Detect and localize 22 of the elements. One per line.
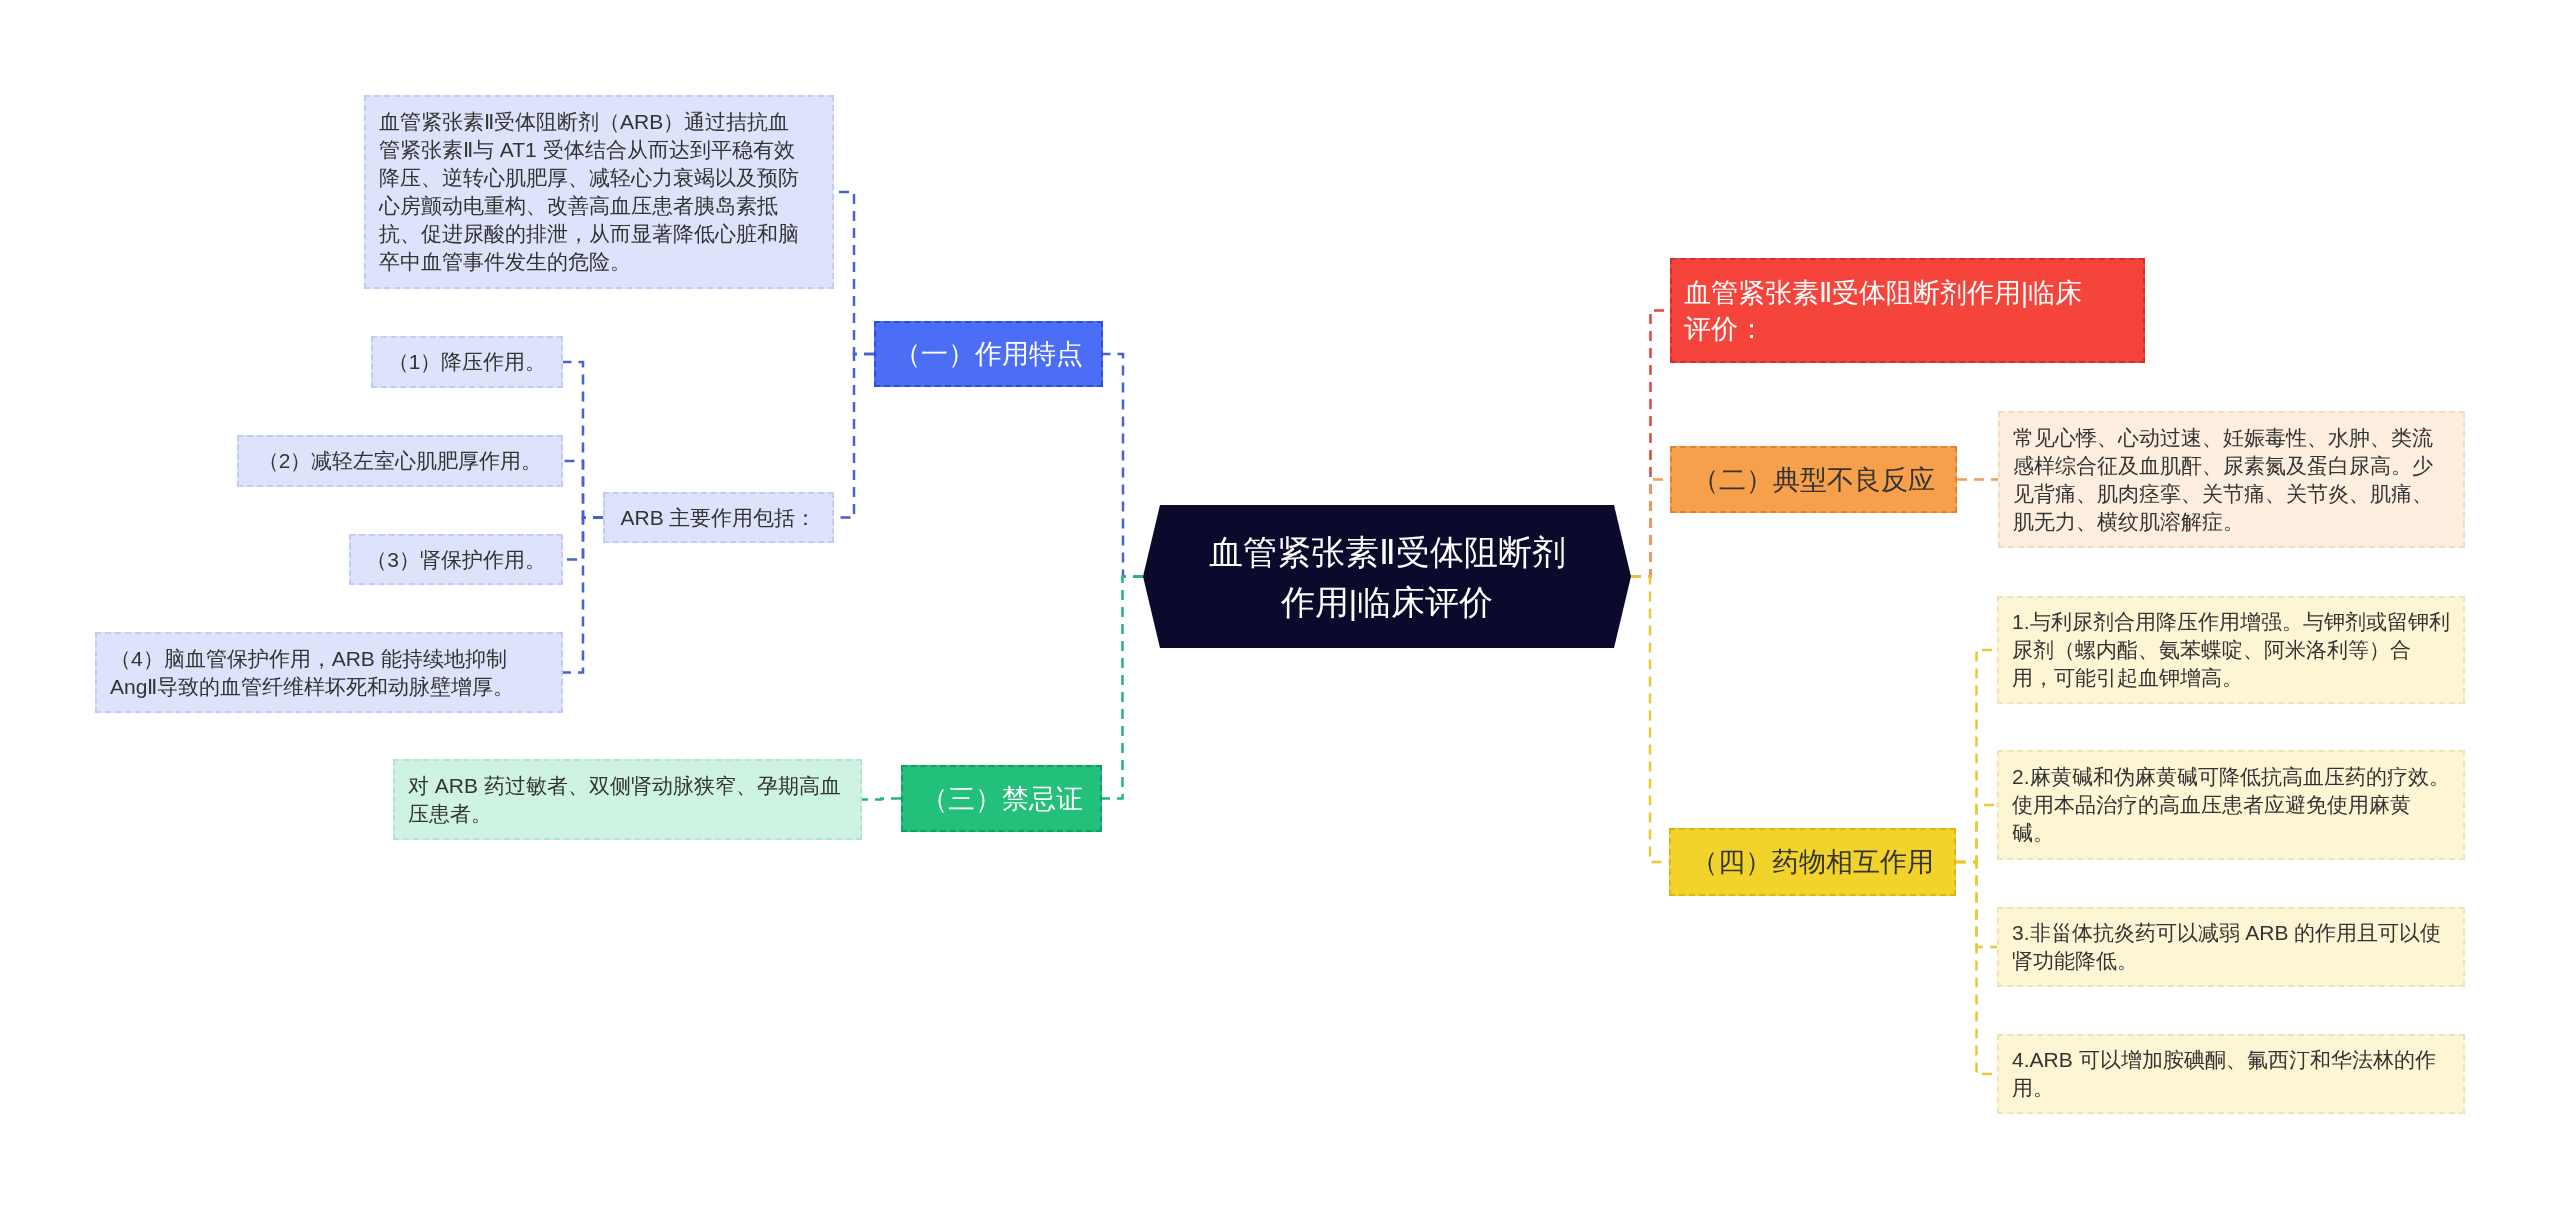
topic-box: （三）禁忌证 [901,765,1102,832]
topic-box: （二）典型不良反应 [1670,446,1957,513]
connector-line [563,516,603,674]
topic-box: （四）药物相互作用 [1669,828,1956,896]
text-box: 血管紧张素Ⅱ受体阻断剂（ARB）通过拮抗血管紧张素Ⅱ与 AT1 受体结合从而达到平稳有效降压、逆转心肌肥厚、减轻心力衰竭以及预防心房颤动电重构、改善高血压患者胰岛素抵抗、促进尿酸的排泄，从而显著降低心脏和脑卒中血管事件发生的危险。 [364,95,834,289]
text-box: （4）脑血管保护作用，ARB 能持续地抑制 AngⅡ导致的血管纤维样坏死和动脉壁增厚。 [95,632,563,713]
text-box: 4.ARB 可以增加胺碘酮、氟西汀和华法林的作用。 [1997,1034,2465,1114]
text-box: 对 ARB 药过敏者、双侧肾动脉狭窄、孕期高血压患者。 [393,759,862,840]
connector-line [862,797,901,801]
text-box: 2.麻黄碱和伪麻黄碱可降低抗高血压药的疗效。使用本品治疗的高血压患者应避免使用麻黄碱。 [1997,750,2465,860]
text-box: 3.非甾体抗炎药可以减弱 ARB 的作用且可以使肾功能降低。 [1997,907,2465,987]
text-box: 常见心悸、心动过速、妊娠毒性、水肿、类流感样综合征及血肌酐、尿素氮及蛋白尿高。少见背痛、肌肉痉挛、关节痛、关节炎、肌痛、肌无力、横纹肌溶解症。 [1998,411,2465,548]
text-box: （3）肾保护作用。 [349,534,563,585]
connector-line [1102,575,1143,800]
text-box: 1.与利尿剂合用降压作用增强。与钾剂或留钾利尿剂（螺内酯、氨苯蝶啶、阿米洛利等）合用，可能引起血钾增高。 [1997,596,2465,704]
text-box: ARB 主要作用包括： [603,492,834,543]
topic-box: （一）作用特点 [874,321,1103,387]
text-box: （1）降压作用。 [371,336,563,388]
connector-line [1957,478,1998,481]
topic-box: 血管紧张素Ⅱ受体阻断剂作用|临床评价： [1670,258,2145,363]
text-box: （2）减轻左室心肌肥厚作用。 [237,435,563,487]
central-topic: 血管紧张素Ⅱ受体阻断剂作用|临床评价 [1143,505,1631,648]
